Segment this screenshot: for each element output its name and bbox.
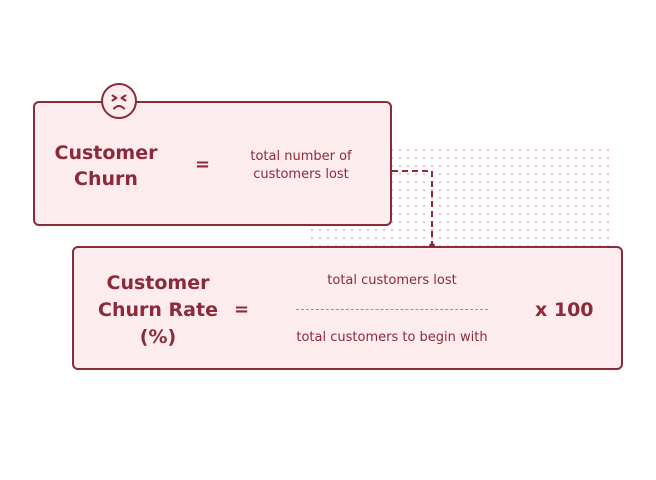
fraction-denominator: total customers to begin with <box>296 330 488 345</box>
frowning-face-icon <box>101 83 137 119</box>
equals-sign: = <box>234 299 250 320</box>
equals-sign: = <box>195 154 211 175</box>
churn-definition: total number of customers lost <box>250 149 352 182</box>
customer-churn-term: Customer Churn <box>54 142 158 190</box>
churn-rate-term: Customer Churn Rate (%) <box>98 272 218 348</box>
customer-churn-card <box>33 101 392 226</box>
fraction-numerator: total customers lost <box>327 273 457 288</box>
fraction-line <box>296 309 488 310</box>
churn-rate-card <box>72 246 623 370</box>
multiplier-label: x 100 <box>535 299 594 321</box>
